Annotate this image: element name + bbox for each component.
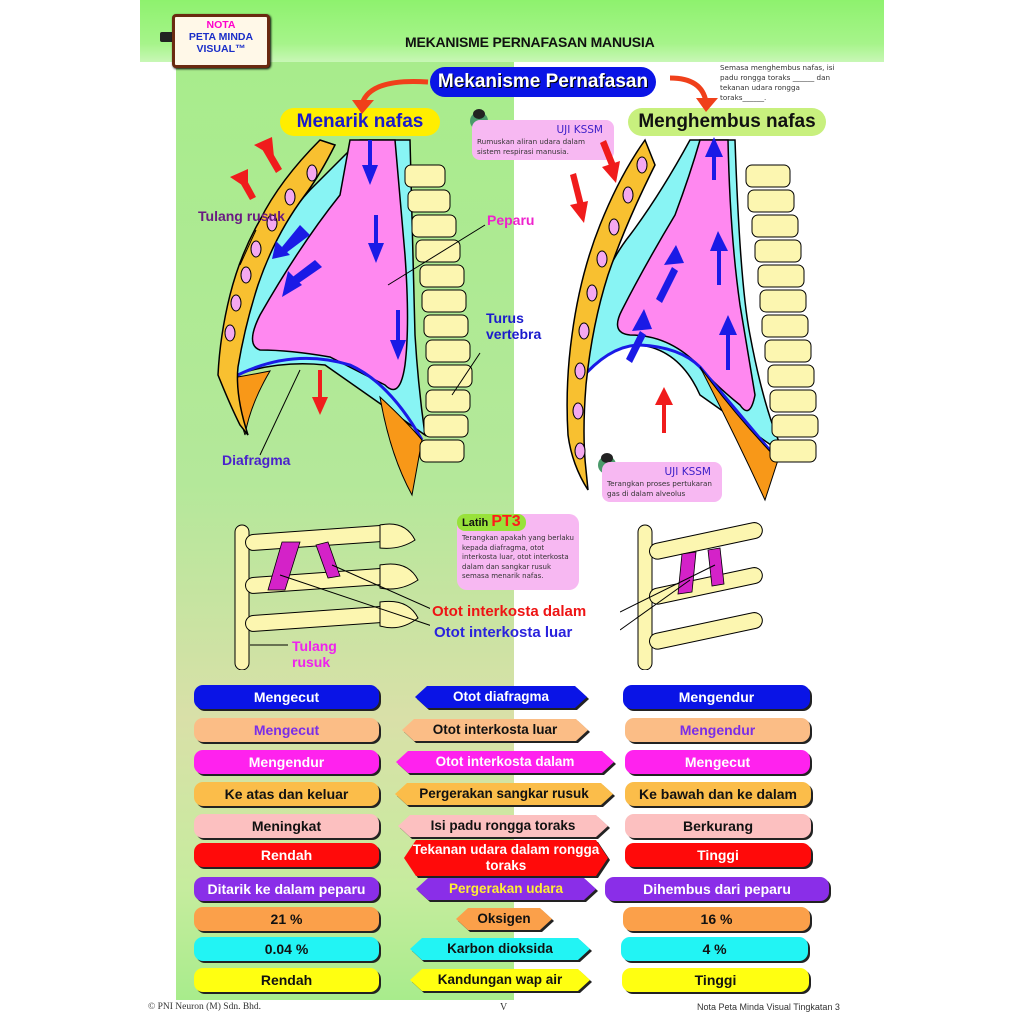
inhale-value: Rendah <box>194 968 379 992</box>
exhale-value: Tinggi <box>625 843 811 867</box>
rib-closeup-inhale <box>234 523 430 670</box>
exhale-internal-intercostal <box>707 547 725 587</box>
aspect-label: Kandungan wap air <box>410 969 590 991</box>
inhale-rib <box>217 139 337 436</box>
aspect-label-wrapper: Karbon dioksida <box>410 938 590 960</box>
latih-text: Terangkan apakah yang berlaku kepada dia… <box>462 534 574 580</box>
footer-copyright: © PNI Neuron (M) Sdn. Bhd. <box>148 1002 262 1012</box>
aspect-label: Otot interkosta luar <box>402 719 588 741</box>
latih-pt3-box: Latih PT3 Terangkan apakah yang berlaku … <box>457 514 579 590</box>
inhale-value: Mengecut <box>194 685 379 709</box>
exhale-value: Dihembus dari peparu <box>605 877 829 901</box>
page-title: MEKANISME PERNAFASAN MANUSIA <box>405 34 655 50</box>
inhale-air-arrows <box>272 140 406 360</box>
latih-header: Latih PT3 <box>457 514 526 531</box>
label-peparu: Peparu <box>487 212 535 228</box>
inhale-value: 0.04 % <box>194 937 379 961</box>
inhale-diagram <box>217 137 486 497</box>
inhale-rib-cartilage <box>224 164 318 342</box>
exhale-title: Menghembus nafas <box>628 108 826 136</box>
aspect-label: Karbon dioksida <box>410 938 590 960</box>
callout-uji-kssm-2: UJI KSSM Terangkan proses pertukaran gas… <box>602 462 722 502</box>
label-tulang-rusuk: Tulang rusuk <box>198 208 285 224</box>
logo-line-2: PETA MINDA <box>188 31 254 43</box>
footer-page-number: V <box>500 1002 508 1013</box>
branch-arrow-left-head <box>352 100 374 114</box>
branch-arrow-right-head <box>696 98 718 112</box>
label-tulang-rusuk-closeup: Tulang rusuk <box>292 638 337 670</box>
callout-2-title: UJI KSSM <box>664 466 712 478</box>
latih-prefix: Latih <box>462 517 489 529</box>
inhale-diaphragm-muscle-right <box>379 395 423 497</box>
logo-line-1: NOTA <box>206 19 236 31</box>
exhale-value: Mengendur <box>623 685 810 709</box>
inhale-value: 21 % <box>194 907 379 931</box>
aspect-label-wrapper: Tekanan udara dalam rongga toraks <box>404 840 608 876</box>
exhale-value: Berkurang <box>625 814 811 838</box>
logo-line-3: VISUAL™ <box>196 43 246 55</box>
inhale-value: Meningkat <box>194 814 379 838</box>
inhale-value: Mengendur <box>194 750 379 774</box>
inhale-value: Mengecut <box>194 718 379 742</box>
aspect-label-wrapper: Oksigen <box>456 908 552 930</box>
binder-clip-icon <box>160 32 174 42</box>
aspect-label-wrapper: Pergerakan udara <box>416 878 596 900</box>
callout-uji-kssm-1: UJI KSSM Rumuskan aliran udara dalam sis… <box>472 120 614 160</box>
label-otot-interkosta-luar: Otot interkosta luar <box>434 624 573 641</box>
aspect-label-wrapper: Isi padu rongga toraks <box>398 815 608 837</box>
question-text: Semasa menghembus nafas, isi padu rongga… <box>720 63 835 102</box>
label-turus-vertebra: Turus vertebra <box>486 310 542 342</box>
aspect-label-wrapper: Otot interkosta dalam <box>396 751 614 773</box>
aspect-label-wrapper: Pergerakan sangkar rusuk <box>395 783 613 805</box>
inhale-lung <box>251 139 409 391</box>
aspect-label: Pergerakan sangkar rusuk <box>395 783 613 805</box>
exhale-value: 4 % <box>621 937 808 961</box>
footer-book-title: Nota Peta Minda Visual Tingkatan 3 <box>697 1002 840 1012</box>
aspect-label-wrapper: Otot diafragma <box>415 686 587 708</box>
inhale-value: Ke atas dan keluar <box>194 782 379 806</box>
exhale-movement-arrows <box>570 140 673 433</box>
aspect-label: Oksigen <box>456 908 552 930</box>
inhale-movement-arrows <box>230 137 328 415</box>
callout-1-text: Rumuskan aliran udara dalam sistem respi… <box>477 137 585 156</box>
exhale-value: Mengendur <box>625 718 810 742</box>
exhale-diaphragm-muscle <box>699 366 779 502</box>
exhale-value: Mengecut <box>625 750 810 774</box>
inhale-leader-lines <box>239 224 486 456</box>
branch-arrow-left <box>359 78 429 105</box>
aspect-label: Tekanan udara dalam rongga toraks <box>404 840 608 876</box>
exhale-diaphragm <box>578 343 780 461</box>
exhale-value: Tinggi <box>622 968 809 992</box>
aspect-label: Otot interkosta dalam <box>396 751 614 773</box>
inhale-value: Ditarik ke dalam peparu <box>194 877 379 901</box>
latih-tag: PT3 <box>491 513 521 530</box>
closeup-leader-lines <box>250 564 430 646</box>
exhale-diagram <box>566 137 819 502</box>
exhale-value: Ke bawah dan ke dalam <box>625 782 811 806</box>
inhale-spine <box>404 164 473 463</box>
label-otot-interkosta-dalam: Otot interkosta dalam <box>432 603 587 620</box>
logo: NOTA PETA MINDA VISUAL™ <box>172 14 270 68</box>
inhale-external-intercostal <box>267 541 301 591</box>
aspect-label: Isi padu rongga toraks <box>398 815 608 837</box>
callout-2-text: Terangkan proses pertukaran gas di dalam… <box>607 479 712 498</box>
aspect-label-wrapper: Kandungan wap air <box>410 969 590 991</box>
branch-arrows <box>352 75 718 114</box>
callout-1-title: UJI KSSM <box>556 124 604 136</box>
exhale-air-arrows <box>626 137 737 370</box>
inhale-internal-intercostal <box>315 541 341 579</box>
aspect-label: Pergerakan udara <box>416 878 596 900</box>
exhale-spine <box>745 164 819 463</box>
exhale-value: 16 % <box>623 907 810 931</box>
inhale-title: Menarik nafas <box>280 108 440 136</box>
exhale-external-intercostal <box>677 551 697 595</box>
mechanism-title: Mekanisme Pernafasan <box>430 67 656 97</box>
rib-closeup-exhale <box>620 522 763 670</box>
exhale-rib-cartilage <box>572 156 648 460</box>
aspect-label: Otot diafragma <box>415 686 587 708</box>
aspect-label-wrapper: Otot interkosta luar <box>402 719 588 741</box>
label-diafragma: Diafragma <box>222 452 291 468</box>
inhale-value: Rendah <box>194 843 379 867</box>
inhale-diaphragm <box>231 356 424 441</box>
